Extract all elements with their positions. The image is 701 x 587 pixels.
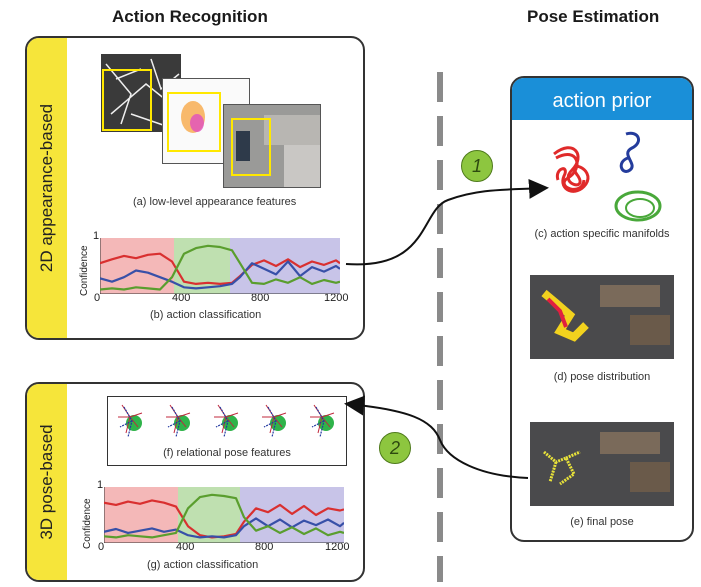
panel-action-prior: action prior (c) action specific manifol… <box>510 76 694 542</box>
ytick-top-b: 1 <box>93 230 100 242</box>
arrow-to-prior <box>345 178 549 266</box>
chart-action-classification-3d <box>104 487 344 543</box>
chart-g-series-line-1 <box>104 517 344 539</box>
heading-pose-estimation: Pose Estimation <box>527 7 660 26</box>
arrow-to-pose-features <box>344 395 529 479</box>
panel-2d-appearance: 2D appearance-based (a) low-level appear… <box>25 36 365 340</box>
final-pose-photo <box>530 422 674 506</box>
caption-relational-features: (f) relational pose features <box>163 447 291 459</box>
side-bar-3d <box>27 384 67 580</box>
chart-g-series-line-2 <box>104 493 344 539</box>
heading-action-recognition: Action Recognition <box>112 7 268 26</box>
chart-g-series-line-0 <box>104 499 344 539</box>
xtick-b-0: 0 <box>94 292 101 304</box>
xtick-g-1200: 1200 <box>325 541 350 553</box>
caption-pose-distribution: (d) pose distribution <box>553 371 651 383</box>
caption-low-level-features: (a) low-level appearance features <box>133 196 297 208</box>
step-badge-1: 1 <box>461 150 493 182</box>
xtick-g-400: 400 <box>176 541 195 553</box>
pose-distribution-graphic <box>530 275 674 359</box>
xtick-g-800: 800 <box>255 541 274 553</box>
caption-action-manifolds: (c) action specific manifolds <box>534 228 670 240</box>
feature-image-scene <box>223 104 321 188</box>
chart-b-series-line-0 <box>100 252 340 286</box>
xtick-b-1200: 1200 <box>324 292 349 304</box>
final-pose-graphic <box>530 422 674 506</box>
panel-3d-pose: 3D pose-based <box>25 382 365 582</box>
side-bar-2d <box>27 38 67 338</box>
caption-final-pose: (e) final pose <box>570 516 634 528</box>
step-badge-2: 2 <box>379 432 411 464</box>
relational-pose-features-box: (f) relational pose features <box>107 396 347 466</box>
xtick-b-800: 800 <box>251 292 270 304</box>
xtick-b-400: 400 <box>172 292 191 304</box>
pose-distribution-photo <box>530 275 674 359</box>
action-manifolds-graphic <box>553 131 662 222</box>
xtick-g-0: 0 <box>98 541 105 553</box>
caption-action-classification-g: (g) action classification <box>147 559 259 571</box>
chart-b-series-line-2 <box>100 244 340 291</box>
optical-flow-graphic <box>167 92 221 152</box>
scene-photo-graphic <box>224 105 320 187</box>
chart-b-band-0 <box>100 238 174 294</box>
chart-g-band-0 <box>104 487 178 543</box>
pose-skeletons-graphic <box>118 404 335 438</box>
caption-action-classification-b: (b) action classification <box>150 309 262 321</box>
action-prior-title: action prior <box>512 78 692 120</box>
chart-b-series-line-1 <box>100 260 340 290</box>
chart-action-classification-2d <box>100 238 340 294</box>
ytick-top-g: 1 <box>97 479 104 491</box>
